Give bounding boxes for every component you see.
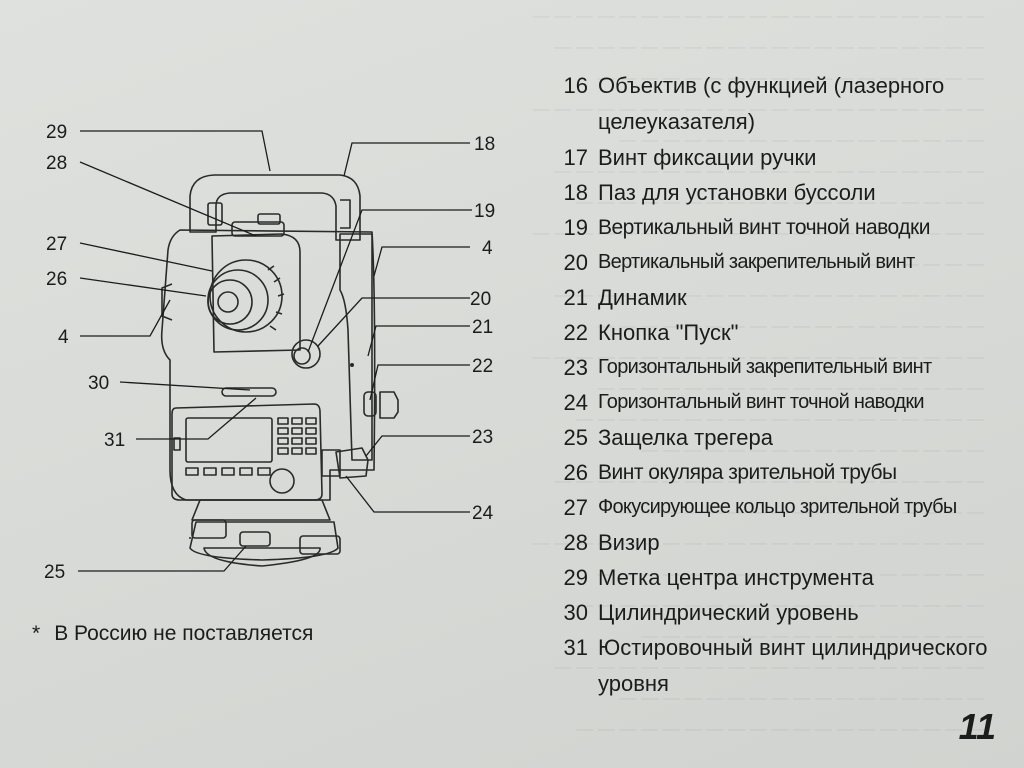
tribrach-base [189, 521, 339, 561]
side-knob [379, 391, 399, 419]
foot-screw-center [239, 531, 271, 547]
callout-21: 21 [472, 317, 493, 338]
leader-28 [79, 161, 257, 237]
callout-22: 22 [472, 356, 493, 377]
body-right-panel [339, 233, 373, 461]
callout-26: 26 [46, 269, 67, 290]
callout-31: 31 [104, 430, 125, 451]
leader-23 [365, 435, 470, 457]
callout-30: 30 [88, 373, 109, 394]
leader-27 [79, 242, 213, 272]
sight-top [257, 213, 281, 225]
leader-30 [119, 381, 251, 391]
leader-19 [307, 209, 472, 353]
vertical-fine-screw [291, 339, 321, 369]
function-keys [185, 467, 271, 476]
footnote-asterisk: * [32, 622, 41, 645]
keypad [277, 417, 317, 455]
tribrach [191, 499, 331, 521]
side-clamp-left [161, 283, 173, 321]
leader-20 [317, 297, 470, 347]
leader-24 [345, 475, 470, 513]
leader-29 [80, 130, 271, 172]
carry-handle [189, 174, 361, 241]
leader-25 [78, 545, 247, 572]
callout-29: 29 [46, 122, 67, 143]
ring-knurl [267, 265, 285, 331]
callout-4-left: 4 [58, 327, 69, 348]
callout-18: 18 [474, 134, 495, 155]
instrument-body [160, 229, 376, 501]
eyepiece-outer [207, 279, 253, 325]
footnote: * В Россию не поставляется [32, 622, 313, 646]
callout-28: 28 [46, 153, 67, 174]
focusing-ring [209, 259, 283, 333]
callout-20: 20 [470, 289, 491, 310]
plate-level [221, 387, 277, 397]
leader-31 [136, 397, 257, 440]
leader-18 [343, 142, 470, 177]
navigation-pad [269, 468, 295, 494]
footnote-text: В Россию не поставляется [54, 622, 314, 645]
leader-26 [79, 277, 207, 297]
leader-22 [369, 364, 470, 401]
base-plate [203, 547, 321, 567]
callout-23: 23 [472, 427, 493, 448]
callout-19: 19 [474, 201, 495, 222]
total-station-diagram: 29 28 27 26 4 30 31 25 18 19 4 20 21 22 … [44, 122, 495, 583]
callout-27: 27 [46, 234, 67, 255]
page-number: 11 [958, 706, 996, 747]
foot-screw-left [191, 519, 227, 539]
leader-4-left [80, 299, 171, 337]
display-screen [185, 417, 273, 463]
handle-slot [207, 202, 223, 226]
foot-screw-right [299, 535, 341, 555]
leader-21 [367, 325, 470, 357]
leader-4-right [373, 246, 470, 277]
vertical-fine-screw-cap [293, 347, 311, 365]
handle-side-slot [340, 199, 351, 229]
left-port [173, 437, 181, 451]
callout-25: 25 [44, 562, 65, 583]
callout-4-right: 4 [482, 238, 493, 259]
eyepiece-inner [217, 291, 239, 313]
callout-24: 24 [472, 503, 494, 524]
start-button [363, 391, 377, 417]
